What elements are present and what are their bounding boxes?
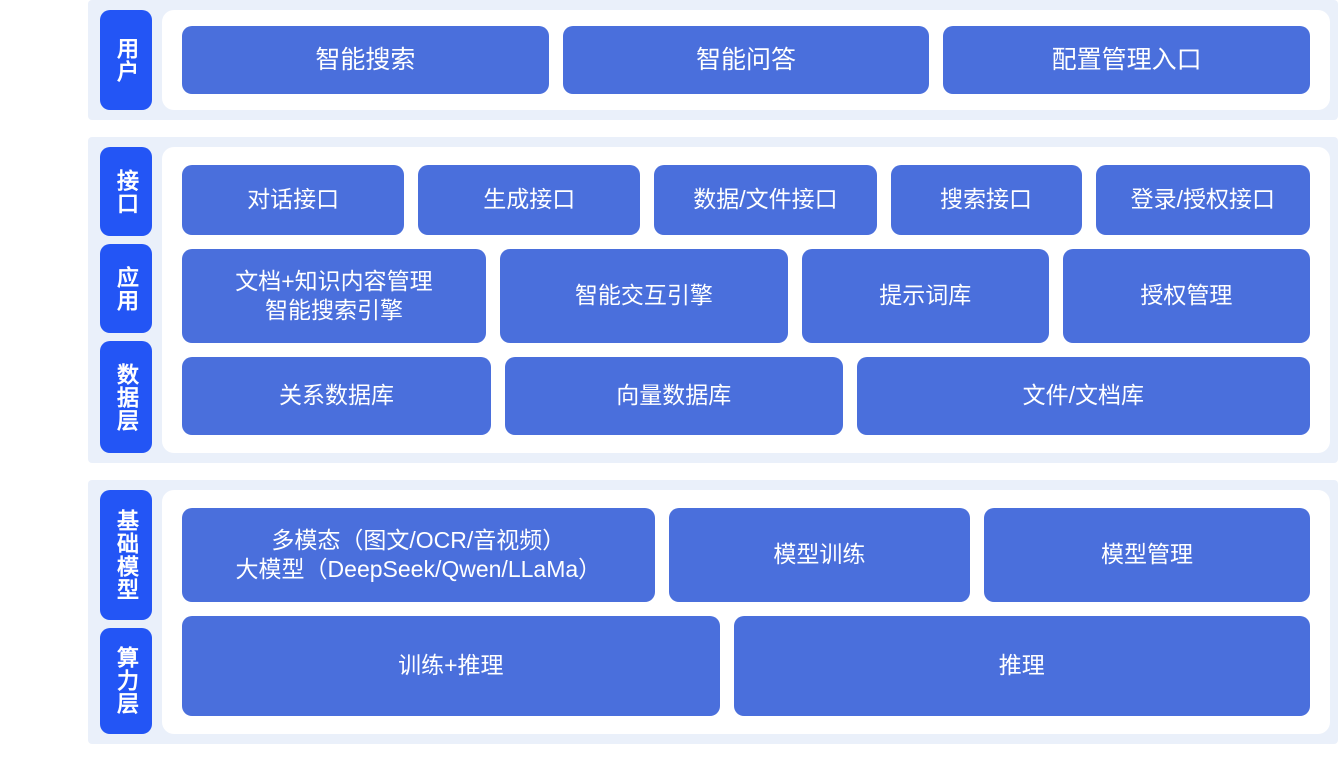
box-smart-search[interactable]: 智能搜索 xyxy=(182,26,549,94)
box-authorization-management[interactable]: 授权管理 xyxy=(1062,249,1310,343)
layer-label-foundation-model: 基础模型 xyxy=(100,490,152,620)
box-relational-database[interactable]: 关系数据库 xyxy=(182,357,491,435)
box-dialog-interface[interactable]: 对话接口 xyxy=(182,165,405,235)
row-foundation-models: 多模态（图文/OCR/音视频） 大模型（DeepSeek/Qwen/LLaMa）… xyxy=(182,508,1310,602)
box-model-management[interactable]: 模型管理 xyxy=(984,508,1310,602)
section-user-card: 智能搜索 智能问答 配置管理入口 xyxy=(162,10,1330,110)
box-prompt-library[interactable]: 提示词库 xyxy=(801,249,1049,343)
row-data-stores: 关系数据库 向量数据库 文件/文档库 xyxy=(182,357,1310,435)
box-inference[interactable]: 推理 xyxy=(733,616,1310,716)
section-infrastructure-labels: 基础模型 算力层 xyxy=(100,490,152,734)
section-user: 用户 智能搜索 智能问答 配置管理入口 xyxy=(88,0,1338,120)
layer-label-application: 应用 xyxy=(100,244,152,333)
box-doc-knowledge-management[interactable]: 文档+知识内容管理 智能搜索引擎 xyxy=(182,249,486,343)
box-config-management-entry[interactable]: 配置管理入口 xyxy=(943,26,1311,94)
section-user-labels: 用户 xyxy=(100,10,152,110)
box-file-document-store[interactable]: 文件/文档库 xyxy=(856,357,1310,435)
box-data-file-interface[interactable]: 数据/文件接口 xyxy=(654,165,877,235)
row-user-entries: 智能搜索 智能问答 配置管理入口 xyxy=(182,26,1311,94)
box-login-auth-interface[interactable]: 登录/授权接口 xyxy=(1095,165,1310,235)
box-smart-interaction-engine[interactable]: 智能交互引擎 xyxy=(499,249,788,343)
layer-label-compute: 算力层 xyxy=(100,627,152,734)
row-compute: 训练+推理 推理 xyxy=(182,616,1310,716)
layer-label-user: 用户 xyxy=(100,10,152,110)
row-applications: 文档+知识内容管理 智能搜索引擎 智能交互引擎 提示词库 授权管理 xyxy=(182,249,1310,343)
box-training-and-inference[interactable]: 训练+推理 xyxy=(182,616,720,716)
layer-label-interface: 接口 xyxy=(100,147,152,236)
box-multimodal-large-model[interactable]: 多模态（图文/OCR/音视频） 大模型（DeepSeek/Qwen/LLaMa） xyxy=(182,508,655,602)
box-generation-interface[interactable]: 生成接口 xyxy=(418,165,641,235)
section-infrastructure-card: 多模态（图文/OCR/音视频） 大模型（DeepSeek/Qwen/LLaMa）… xyxy=(162,490,1330,734)
section-platform-labels: 接口 应用 数据层 xyxy=(100,147,152,453)
box-search-interface[interactable]: 搜索接口 xyxy=(890,165,1082,235)
box-smart-qa[interactable]: 智能问答 xyxy=(562,26,930,94)
section-platform-card: 对话接口 生成接口 数据/文件接口 搜索接口 登录/授权接口 文档+知识内容管理… xyxy=(162,147,1330,453)
box-model-training[interactable]: 模型训练 xyxy=(668,508,971,602)
row-interfaces: 对话接口 生成接口 数据/文件接口 搜索接口 登录/授权接口 xyxy=(182,165,1310,235)
section-platform: 接口 应用 数据层 对话接口 生成接口 数据/文件接口 搜索接口 登录/授权接口… xyxy=(88,137,1338,463)
section-infrastructure: 基础模型 算力层 多模态（图文/OCR/音视频） 大模型（DeepSeek/Qw… xyxy=(88,480,1338,744)
layer-label-data: 数据层 xyxy=(100,341,152,453)
box-vector-database[interactable]: 向量数据库 xyxy=(504,357,843,435)
